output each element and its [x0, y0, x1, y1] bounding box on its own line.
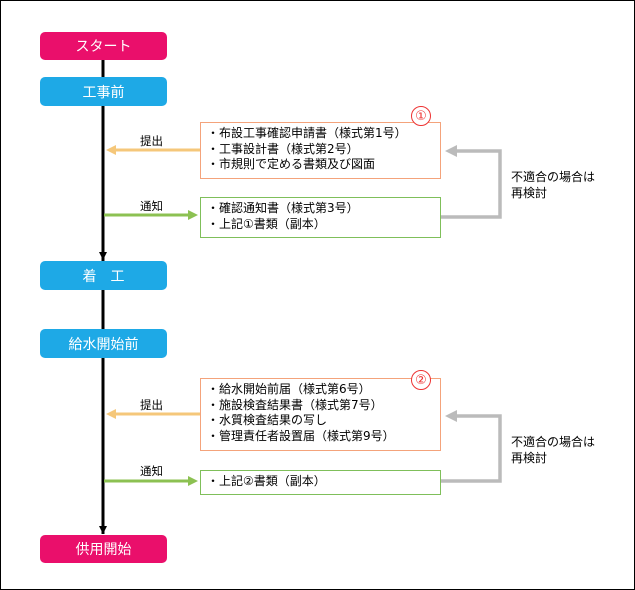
notify-documents-box-1: ・確認通知書（様式第3号） ・上記①書類（副本）: [200, 197, 441, 238]
submit-label-1: 提出: [140, 134, 163, 148]
notify-documents-box-2: ・上記②書類（副本）: [200, 470, 441, 495]
notify-item: ・上記①書類（副本）: [207, 216, 326, 231]
step-start: スタート: [40, 32, 167, 60]
notify-label-2: 通知: [140, 464, 163, 478]
note-line: 不適合の場合は: [511, 170, 596, 184]
feedback-arrow-2: [441, 410, 502, 483]
step-service-start: 供用開始: [40, 535, 167, 563]
nonconformity-note-1: 不適合の場合は 再検討: [511, 169, 595, 201]
note-line: 不適合の場合は: [511, 435, 596, 449]
submit-item: ・施設検査結果書（様式第7号）: [207, 397, 383, 412]
nonconformity-note-2: 不適合の場合は 再検討: [511, 434, 595, 466]
section-number-badge-1: ①: [411, 106, 431, 126]
submit-label-2: 提出: [140, 398, 163, 412]
notify-label-1: 通知: [140, 199, 163, 213]
note-line: 再検討: [511, 451, 548, 465]
submit-item: ・水質検査結果の写し: [207, 413, 328, 427]
step-construction-start: 着 工: [40, 261, 167, 290]
feedback-arrow-1: [441, 145, 502, 219]
submit-item: ・布設工事確認申請書（様式第1号）: [207, 126, 407, 140]
section-number-badge-2: ②: [411, 370, 431, 390]
submit-item: ・市規則で定める書類及び図面: [207, 157, 376, 171]
submit-item: ・給水開始前届（様式第6号）: [207, 382, 371, 396]
notify-item: ・確認通知書（様式第3号）: [207, 201, 359, 215]
submit-item: ・工事設計書（様式第2号）: [207, 141, 359, 156]
step-before-water-supply: 給水開始前: [40, 329, 167, 358]
submit-documents-box-1: ・布設工事確認申請書（様式第1号） ・工事設計書（様式第2号） ・市規則で定める…: [200, 122, 441, 179]
submit-documents-box-2: ・給水開始前届（様式第6号） ・施設検査結果書（様式第7号） ・水質検査結果の写…: [200, 378, 441, 451]
note-line: 再検討: [511, 186, 548, 200]
step-before-construction: 工事前: [40, 77, 167, 106]
submit-item: ・管理責任者設置届（様式第9号）: [207, 428, 395, 443]
notify-item: ・上記②書類（副本）: [207, 474, 326, 488]
